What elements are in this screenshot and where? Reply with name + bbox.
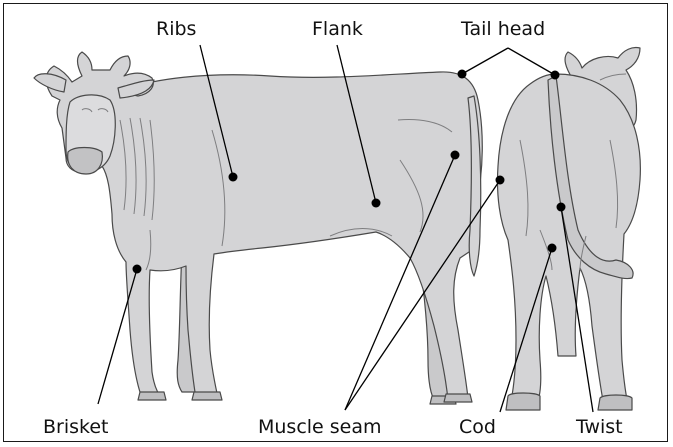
rear-cow-hoof-right <box>598 395 632 410</box>
side-cow-muzzle <box>68 148 103 175</box>
leader-tail-head-rear <box>508 48 555 75</box>
dot-brisket <box>133 265 142 274</box>
label-brisket: Brisket <box>43 418 109 437</box>
label-twist: Twist <box>576 418 623 437</box>
label-tail-head: Tail head <box>461 20 545 39</box>
dot-ribs <box>229 173 238 182</box>
dot-twist <box>557 203 566 212</box>
dot-muscle-seam-side <box>451 151 460 160</box>
leader-tail-head-side <box>462 48 508 74</box>
side-view-cow <box>34 52 482 404</box>
dot-cod <box>548 244 557 253</box>
dot-muscle-seam-rear <box>496 176 505 185</box>
label-muscle-seam: Muscle seam <box>258 418 382 437</box>
dot-tail-head-rear <box>551 71 560 80</box>
dot-tail-head-side <box>458 70 467 79</box>
label-flank: Flank <box>312 20 363 39</box>
side-cow-hoof-2 <box>192 392 222 400</box>
side-cow-hoof-1 <box>138 392 166 400</box>
rear-cow-hoof-left <box>506 393 540 410</box>
dot-flank <box>372 199 381 208</box>
label-ribs: Ribs <box>156 20 196 39</box>
rear-view-cow <box>497 47 640 410</box>
label-cod: Cod <box>459 418 496 437</box>
side-cow-hoof-4 <box>444 394 472 402</box>
